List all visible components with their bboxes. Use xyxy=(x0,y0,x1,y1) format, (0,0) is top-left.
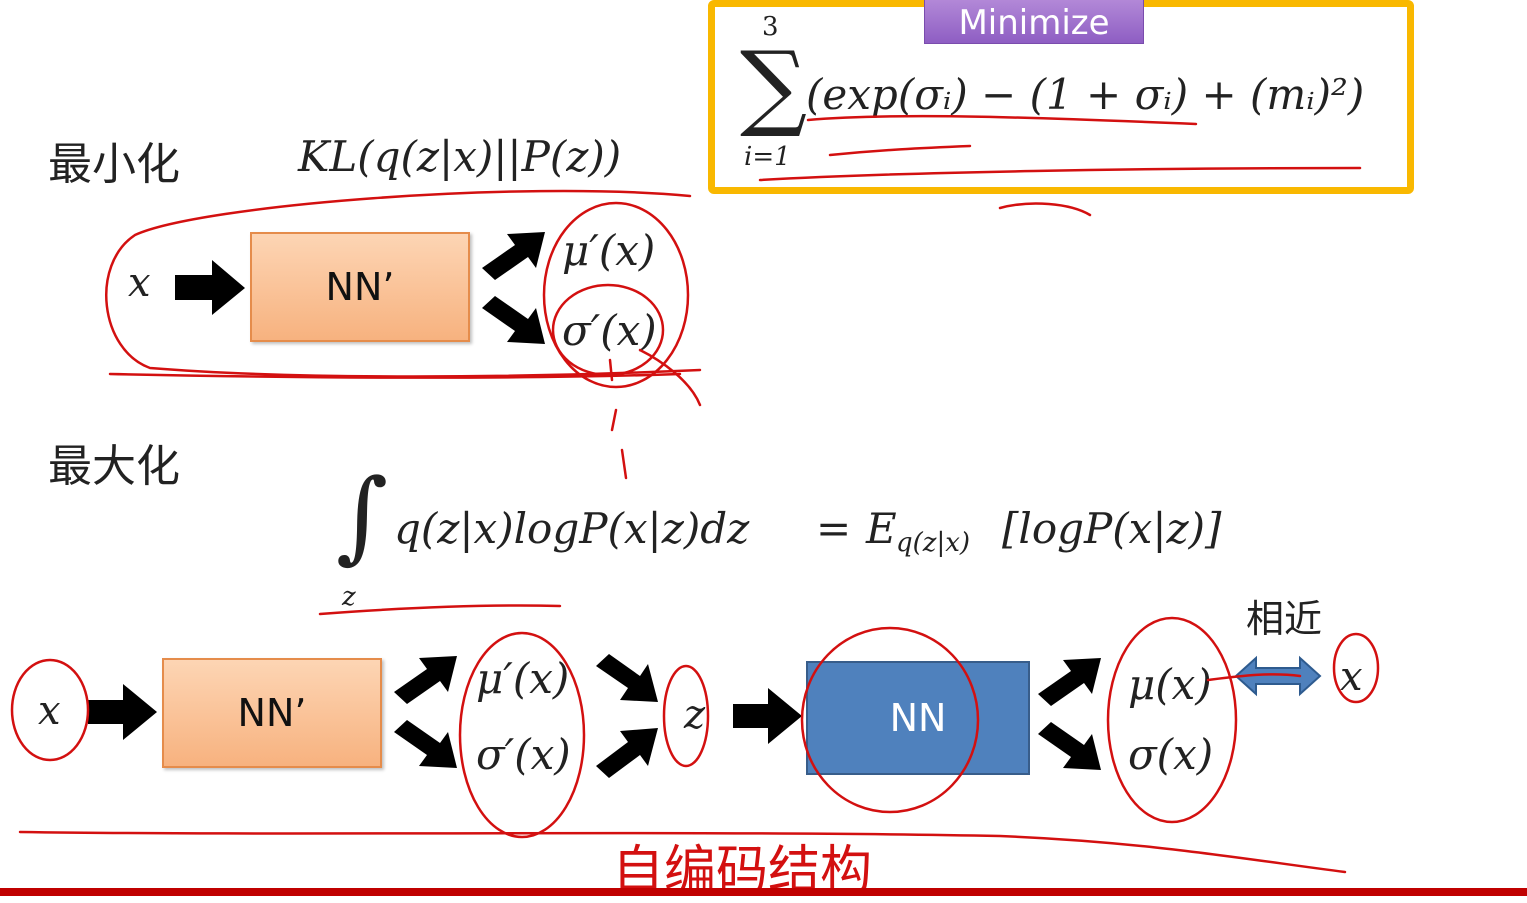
equals-sign: = xyxy=(816,504,852,553)
minimize-tag: Minimize xyxy=(924,0,1144,44)
mu-output: μ(x) xyxy=(1128,660,1212,709)
arrow-x-to-encoder-top xyxy=(175,260,245,315)
encoder-box-bottom: NN’ xyxy=(162,658,382,768)
double-arrow-similar xyxy=(1234,655,1322,697)
mu-prime-bottom: μ′(x) xyxy=(476,654,570,703)
kl-divergence-formula: KL(q(z|x)||P(z)) xyxy=(298,132,622,181)
arrow-z-to-decoder xyxy=(733,688,802,744)
summation-sign: ∑ xyxy=(740,32,808,141)
input-x-bottom: x xyxy=(38,688,61,734)
similar-label: 相近 xyxy=(1246,597,1323,641)
sigma-prime-bottom: σ′(x) xyxy=(476,730,571,779)
bottom-red-rule xyxy=(0,888,1527,896)
arrow-decoder-to-sigma xyxy=(1038,722,1101,770)
minimize-label: 最小化 xyxy=(48,139,180,190)
summation-body: (exp(σᵢ) − (1 + σᵢ) + (mᵢ)²) xyxy=(806,70,1365,119)
arrow-sigma-to-z xyxy=(596,728,658,778)
summation-lower-limit: i=1 xyxy=(744,142,791,172)
arrow-encoder-to-mu-bottom xyxy=(394,656,457,704)
encoder-box-top: NN’ xyxy=(250,232,470,342)
red-annotations xyxy=(10,114,1380,874)
arrow-encoder-to-sigma-top xyxy=(482,296,545,344)
reconstructed-x: x xyxy=(1340,654,1363,700)
integral-body: q(z|x)logP(x|z)dz xyxy=(394,504,750,553)
expectation-subscript: q(z|x) xyxy=(896,528,971,558)
arrow-encoder-to-sigma-bottom xyxy=(394,720,457,768)
sigma-prime-top: σ′(x) xyxy=(562,306,657,355)
arrow-encoder-to-mu-top xyxy=(482,232,545,280)
maximize-label: 最大化 xyxy=(48,441,180,492)
expectation-symbol: E xyxy=(866,504,897,553)
integral-variable: z xyxy=(342,582,356,612)
mu-prime-top: μ′(x) xyxy=(562,226,656,275)
summation-upper-limit: 3 xyxy=(762,12,779,42)
arrow-decoder-to-mu xyxy=(1038,658,1101,706)
arrow-x-to-encoder-bottom xyxy=(88,684,157,740)
integral-sign: ∫ xyxy=(336,457,389,574)
latent-z: z xyxy=(684,692,706,738)
arrow-mu-to-z xyxy=(596,654,658,702)
input-x-top: x xyxy=(128,260,151,306)
sigma-output: σ(x) xyxy=(1128,730,1214,779)
decoder-box: NN xyxy=(806,661,1030,775)
expectation-body: [logP(x|z)] xyxy=(1002,504,1222,553)
